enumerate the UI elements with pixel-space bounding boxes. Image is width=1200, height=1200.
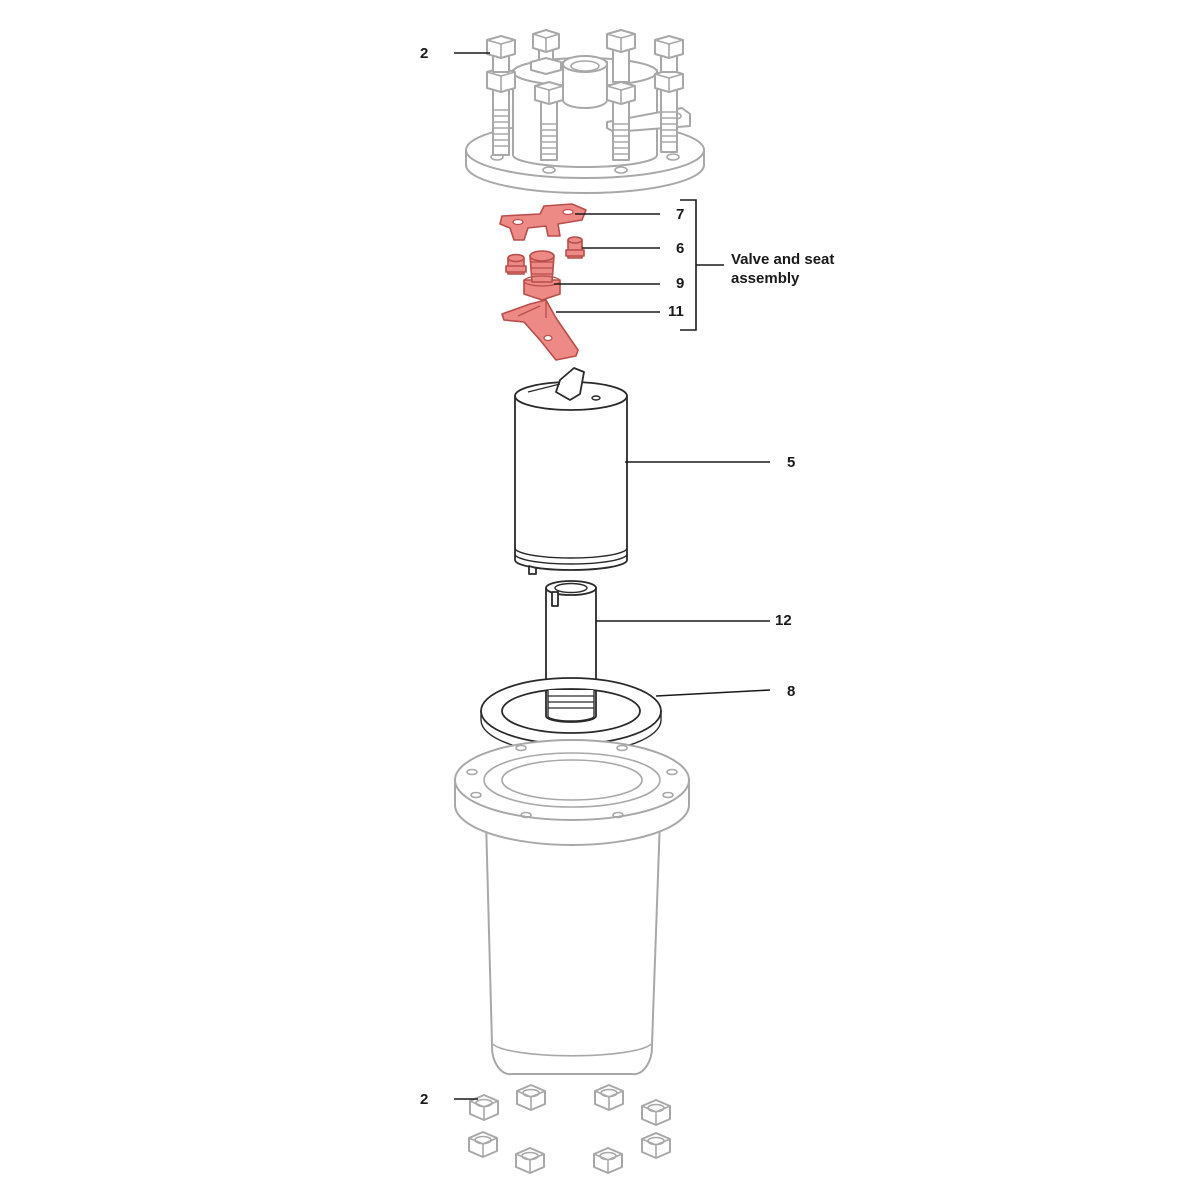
leader-lines [454,52,771,1100]
callout-gasket: 8 [787,683,795,700]
assembly-label-line1: Valve and seat [731,251,834,268]
float-part-5 [514,367,628,575]
lever-part-11 [501,299,579,361]
bolt [654,69,684,153]
bolt [486,35,516,73]
top-bolts [486,29,684,161]
assembly-label-line2: assembly [731,270,800,287]
bolt [534,81,564,161]
screw-part-6 [505,236,585,275]
callout-nuts: 2 [420,1091,428,1108]
assembly-bracket [680,199,724,331]
callout-tube: 12 [775,612,792,629]
callout-valve-seat: 9 [676,275,684,292]
bolt [606,81,636,161]
nut [641,1132,671,1159]
callout-screws: 6 [676,240,684,257]
nut [469,1094,499,1121]
nut [516,1084,546,1111]
bolt [654,35,684,73]
callout-clip: 7 [676,206,684,223]
callout-lever: 11 [668,303,684,320]
bolt [530,29,562,75]
nut [641,1099,671,1126]
clip-part-7 [499,203,587,241]
valve-seat-part-9 [523,250,561,301]
callout-float: 5 [787,454,795,471]
nut [593,1147,623,1174]
callout-labels: 2 7 6 9 11 5 12 8 2 Valve and seat assem… [420,45,834,1108]
nut [594,1084,624,1111]
nut [468,1131,498,1158]
housing-body [454,739,690,1076]
nut [515,1147,545,1174]
bottom-nuts [468,1084,671,1174]
callout-top-bolts: 2 [420,45,428,62]
bolt [606,29,636,83]
